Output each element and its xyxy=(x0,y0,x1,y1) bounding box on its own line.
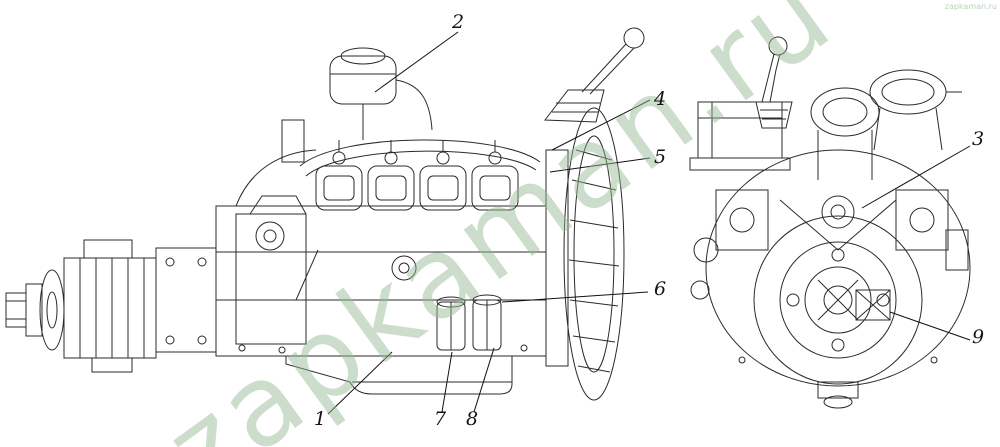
gearbox-housing xyxy=(63,239,217,373)
callout-9-leader xyxy=(889,311,971,341)
callout-8: 8 xyxy=(466,408,479,430)
access-plate-front xyxy=(855,289,891,321)
filter-canister-front xyxy=(869,69,962,151)
callout-5: 5 xyxy=(654,146,667,168)
gearshift-lever-front xyxy=(755,36,793,129)
callout-3: 3 xyxy=(972,128,985,150)
intake-stack-front xyxy=(810,87,880,180)
engine-block xyxy=(215,195,547,357)
callout-1: 1 xyxy=(314,408,327,430)
bottom-details-front xyxy=(738,356,938,409)
callout-3-leader xyxy=(861,145,971,209)
callout-4: 4 xyxy=(654,88,667,110)
air-cleaner xyxy=(235,47,433,207)
callout-9: 9 xyxy=(972,326,985,348)
callout-6: 6 xyxy=(654,278,667,300)
mounting-bracket-front xyxy=(689,101,791,171)
callout-2: 2 xyxy=(452,11,465,33)
flywheel-housing-side xyxy=(545,107,625,401)
flywheel-front xyxy=(753,215,923,385)
output-shaft xyxy=(5,269,65,351)
engine-front-view-drawing xyxy=(689,36,971,409)
callout-6-leader xyxy=(501,291,649,303)
callout-2-leader xyxy=(374,31,459,93)
oil-pan xyxy=(285,355,513,395)
engine-side-view-drawing xyxy=(5,27,645,401)
callout-1-leader xyxy=(327,351,393,415)
callout-5-leader xyxy=(549,157,651,173)
callout-4-leader xyxy=(551,99,651,151)
gearshift-lever-side xyxy=(544,27,645,123)
engine-body-front xyxy=(690,149,971,387)
callout-7-leader xyxy=(441,351,453,413)
callout-leader-lines xyxy=(327,31,971,415)
callout-7: 7 xyxy=(434,408,447,430)
callout-8-leader xyxy=(473,347,495,413)
cylinder-head-covers xyxy=(299,139,541,211)
oil-filters xyxy=(436,294,502,351)
